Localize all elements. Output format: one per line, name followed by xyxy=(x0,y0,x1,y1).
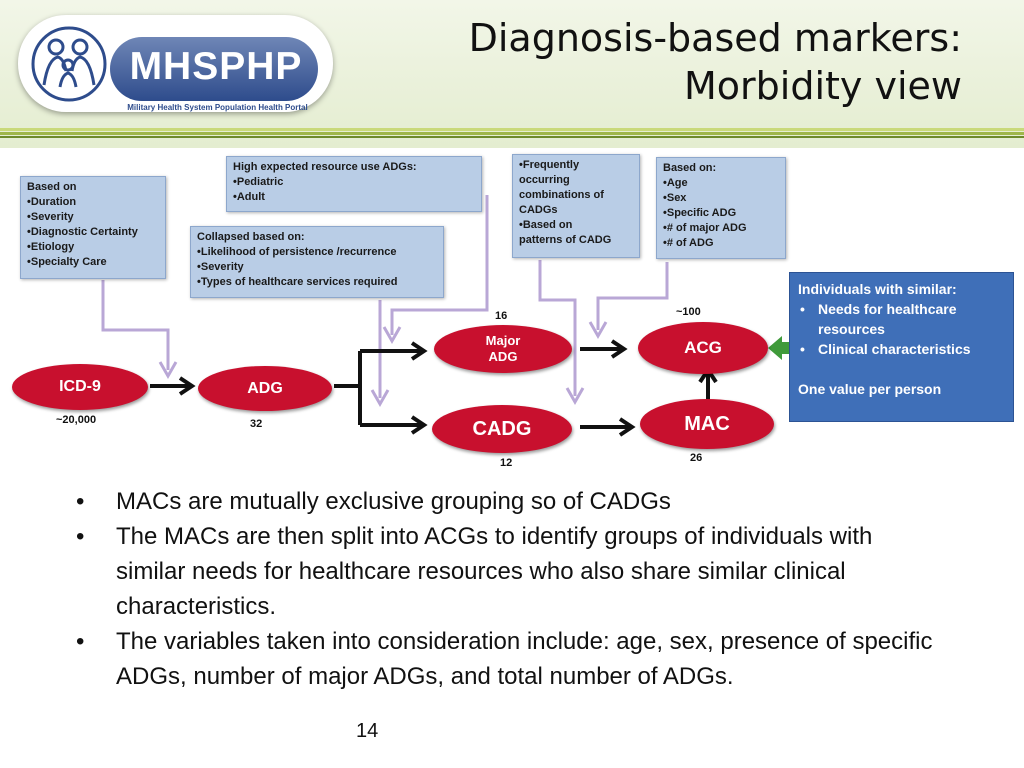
box-line: •# of major ADG xyxy=(663,222,747,234)
bullet-marker: • xyxy=(76,523,85,550)
box-line: patterns of CADG xyxy=(519,234,612,246)
count-mac: 26 xyxy=(690,452,703,464)
box-line: •Duration xyxy=(27,196,77,208)
individuals-item: • Clinical characteristics xyxy=(798,339,1005,359)
box-line: •Types of healthcare services required xyxy=(197,276,398,288)
bullet-text: MACs are mutually exclusive grouping so … xyxy=(116,488,671,515)
box-line: CADGs xyxy=(519,204,558,216)
bullet-marker: • xyxy=(800,341,805,357)
bullet-marker: • xyxy=(76,488,85,515)
count-adg: 32 xyxy=(250,418,263,430)
box-line: High expected resource use ADGs: xyxy=(233,161,417,173)
count-icd9: ~20,000 xyxy=(56,414,97,426)
page-number: 14 xyxy=(356,720,379,742)
box-line: •Specific ADG xyxy=(663,207,737,219)
box-line: •# of ADG xyxy=(663,237,714,249)
box-line: •Diagnostic Certainty xyxy=(27,226,138,238)
bullet-item: • The MACs are then split into ACGs to i… xyxy=(76,519,936,624)
page-title: Diagnosis-based markers: Morbidity view xyxy=(402,14,962,110)
box-based-on: Based on: •Age •Sex •Specific ADG •# of … xyxy=(656,157,786,259)
box-high-expected: High expected resource use ADGs: •Pediat… xyxy=(226,156,482,212)
bullet-item: • The variables taken into consideration… xyxy=(76,624,936,694)
connector-freq-mac xyxy=(538,260,577,396)
logo-text: MHSPHP xyxy=(129,45,303,88)
box-line: •Adult xyxy=(233,191,265,203)
green-arrow-icon xyxy=(768,336,792,360)
node-cadg: CADG xyxy=(432,405,572,453)
title-line-1: Diagnosis-based markers: xyxy=(468,16,962,60)
count-acg: ~100 xyxy=(676,306,701,318)
arrow-adg-split xyxy=(334,351,362,425)
bullet-text: The MACs are then split into ACGs to ide… xyxy=(116,523,873,620)
count-cadg: 12 xyxy=(500,457,513,469)
box-line: •Age xyxy=(663,177,688,189)
individuals-item: • Needs for healthcare resources xyxy=(798,299,1005,339)
box-line: •Frequently xyxy=(519,159,580,171)
node-acg: ACG xyxy=(638,322,768,374)
logo-subtitle: Military Health System Population Health… xyxy=(127,103,308,112)
individuals-panel: Individuals with similar: • Needs for he… xyxy=(789,272,1014,422)
box-line: occurring xyxy=(519,174,570,186)
title-line-2: Morbidity view xyxy=(684,64,962,108)
individuals-item-text: Clinical characteristics xyxy=(818,341,971,357)
box-dimensions: Based on •Duration •Severity •Diagnostic… xyxy=(20,176,166,279)
node-label: ADG xyxy=(247,379,283,397)
count-major: 16 xyxy=(495,310,508,322)
box-collapsed: Collapsed based on: •Likelihood of persi… xyxy=(190,226,444,298)
bullet-item: • MACs are mutually exclusive grouping s… xyxy=(76,484,936,519)
box-frequently: •Frequently occurring combinations of CA… xyxy=(512,154,640,258)
box-line: •Etiology xyxy=(27,241,75,253)
box-line: •Specialty Care xyxy=(27,256,107,268)
connector-basedon-acg xyxy=(596,262,669,330)
individuals-item-text: Needs for healthcare resources xyxy=(818,301,957,337)
family-icon xyxy=(31,26,107,102)
box-line: •Severity xyxy=(27,211,74,223)
box-line: •Sex xyxy=(663,192,687,204)
connector-dims-adg xyxy=(101,280,170,370)
box-line: Collapsed based on: xyxy=(197,231,305,243)
individuals-heading: Individuals with similar: xyxy=(798,281,957,297)
bullet-marker: • xyxy=(76,628,85,655)
mhsphp-logo: MHSPHP Military Health System Population… xyxy=(18,15,333,112)
node-major-adg: Major ADG xyxy=(434,325,572,373)
bullet-list: • MACs are mutually exclusive grouping s… xyxy=(76,484,936,694)
node-label: Major xyxy=(485,333,521,348)
header-stripes xyxy=(0,128,1024,138)
bullet-text: The variables taken into consideration i… xyxy=(116,628,933,690)
node-icd9: ICD-9 xyxy=(12,364,148,410)
connector-high-major xyxy=(390,195,489,335)
node-label: ACG xyxy=(684,338,722,357)
box-line: Based on xyxy=(27,181,77,193)
bullet-marker: • xyxy=(800,301,805,317)
box-line: Based on: xyxy=(663,162,717,174)
box-line: •Severity xyxy=(197,261,244,273)
box-line: •Likelihood of persistence /recurrence xyxy=(197,246,397,258)
node-label: ICD-9 xyxy=(59,378,101,395)
box-line: •Pediatric xyxy=(233,176,284,188)
logo-pill xyxy=(110,37,318,101)
box-line: •Based on xyxy=(519,219,573,231)
individuals-footer: One value per person xyxy=(798,381,942,397)
node-label: CADG xyxy=(472,417,532,440)
node-label: ADG xyxy=(488,349,518,364)
node-adg: ADG xyxy=(198,366,332,411)
box-line: combinations of xyxy=(519,189,604,201)
node-mac: MAC xyxy=(640,399,774,449)
node-label: MAC xyxy=(684,412,730,435)
